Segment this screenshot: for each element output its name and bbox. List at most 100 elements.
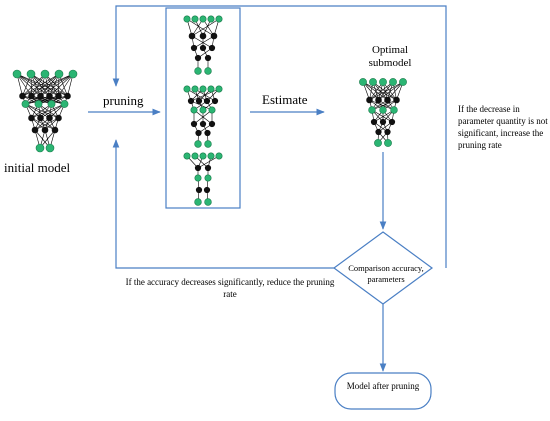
- network-edge: [40, 103, 65, 119]
- hidden-node: [204, 129, 211, 137]
- network-edge: [31, 103, 65, 119]
- hidden-node: [211, 97, 219, 105]
- network-edge: [362, 81, 379, 101]
- io-node: [204, 67, 212, 75]
- io-node: [190, 106, 198, 114]
- network-edge: [371, 99, 397, 111]
- network-edge: [190, 88, 220, 102]
- hidden-node: [388, 118, 396, 126]
- hidden-node: [199, 32, 207, 40]
- io-node: [207, 15, 215, 23]
- hidden-node: [384, 128, 391, 136]
- network-edge: [25, 95, 50, 105]
- network-edge: [191, 18, 220, 37]
- io-node: [199, 15, 207, 23]
- network-edge: [16, 73, 50, 97]
- io-node: [191, 85, 199, 93]
- optimal-submodel-label: Optimal submodel: [368, 44, 412, 69]
- network-edge: [369, 81, 394, 101]
- io-node: [183, 152, 191, 160]
- hidden-node: [37, 92, 44, 100]
- io-node: [374, 139, 382, 147]
- io-node: [199, 106, 207, 114]
- hidden-node: [55, 92, 62, 100]
- hidden-node: [210, 32, 218, 40]
- network-edge: [372, 81, 397, 101]
- io-node: [368, 106, 376, 114]
- hidden-node: [51, 126, 59, 134]
- io-node: [183, 85, 191, 93]
- network-edge: [34, 117, 59, 131]
- hidden-node: [28, 114, 35, 122]
- io-node: [194, 174, 202, 182]
- hidden-node: [19, 92, 26, 100]
- initial-model-label: initial model: [4, 160, 71, 175]
- io-node: [204, 174, 212, 182]
- io-node: [194, 67, 202, 75]
- io-node: [208, 106, 216, 114]
- hidden-node: [190, 120, 198, 128]
- hidden-node: [204, 164, 212, 172]
- io-node: [379, 78, 387, 86]
- io-node: [390, 106, 398, 114]
- io-node: [191, 15, 199, 23]
- network-edge: [25, 103, 50, 119]
- hidden-node: [195, 186, 203, 194]
- network-edge: [373, 109, 395, 123]
- hidden-node: [55, 114, 62, 122]
- io-node: [199, 85, 207, 93]
- comparison-label: Comparison accuracy, parameters: [348, 263, 424, 284]
- io-node: [183, 15, 191, 23]
- io-node: [35, 143, 45, 153]
- hidden-node: [379, 118, 387, 126]
- hidden-node: [199, 120, 207, 128]
- hidden-node: [208, 120, 216, 128]
- hidden-node: [190, 44, 198, 52]
- network-edge: [193, 109, 213, 125]
- hidden-node: [188, 32, 196, 40]
- network-edge: [371, 109, 393, 123]
- network-edge: [16, 73, 68, 97]
- network-edge: [16, 73, 59, 97]
- hidden-node: [366, 96, 373, 104]
- network-edge: [30, 73, 68, 97]
- hidden-node: [195, 97, 203, 105]
- io-node: [204, 140, 212, 148]
- io-node: [204, 198, 212, 206]
- network-edge: [197, 155, 220, 169]
- top-feedback-arrow: [112, 5, 447, 268]
- hidden-node: [37, 114, 44, 122]
- comparison-diamond: [332, 231, 434, 305]
- hidden-node: [194, 54, 202, 62]
- hidden-node: [375, 128, 382, 136]
- hidden-node: [204, 54, 212, 62]
- network-edge: [31, 73, 60, 97]
- hidden-node: [203, 186, 211, 194]
- io-node: [45, 143, 55, 153]
- network-edge: [31, 117, 56, 131]
- initial-model-network: [12, 69, 78, 153]
- network-edge: [31, 73, 46, 97]
- bottom-feedback-arrow: [112, 139, 338, 269]
- hidden-node: [64, 92, 71, 100]
- io-node: [194, 198, 202, 206]
- hidden-node: [203, 97, 211, 105]
- io-node: [207, 85, 215, 93]
- networks-layer: [12, 15, 407, 206]
- io-node: [369, 78, 377, 86]
- network-edge: [193, 35, 215, 49]
- network-edge: [16, 73, 41, 97]
- hidden-node: [199, 44, 207, 52]
- final-model-label: Model after pruning: [346, 381, 420, 391]
- hidden-node: [46, 114, 53, 122]
- network-edge: [191, 35, 213, 49]
- network-edge: [31, 103, 52, 119]
- io-node: [379, 106, 387, 114]
- increase-rate-note: If the decrease in parameter quantity is…: [458, 104, 548, 150]
- network-edge: [40, 73, 60, 97]
- hidden-node: [46, 92, 53, 100]
- io-node: [191, 152, 199, 160]
- io-node: [26, 69, 36, 79]
